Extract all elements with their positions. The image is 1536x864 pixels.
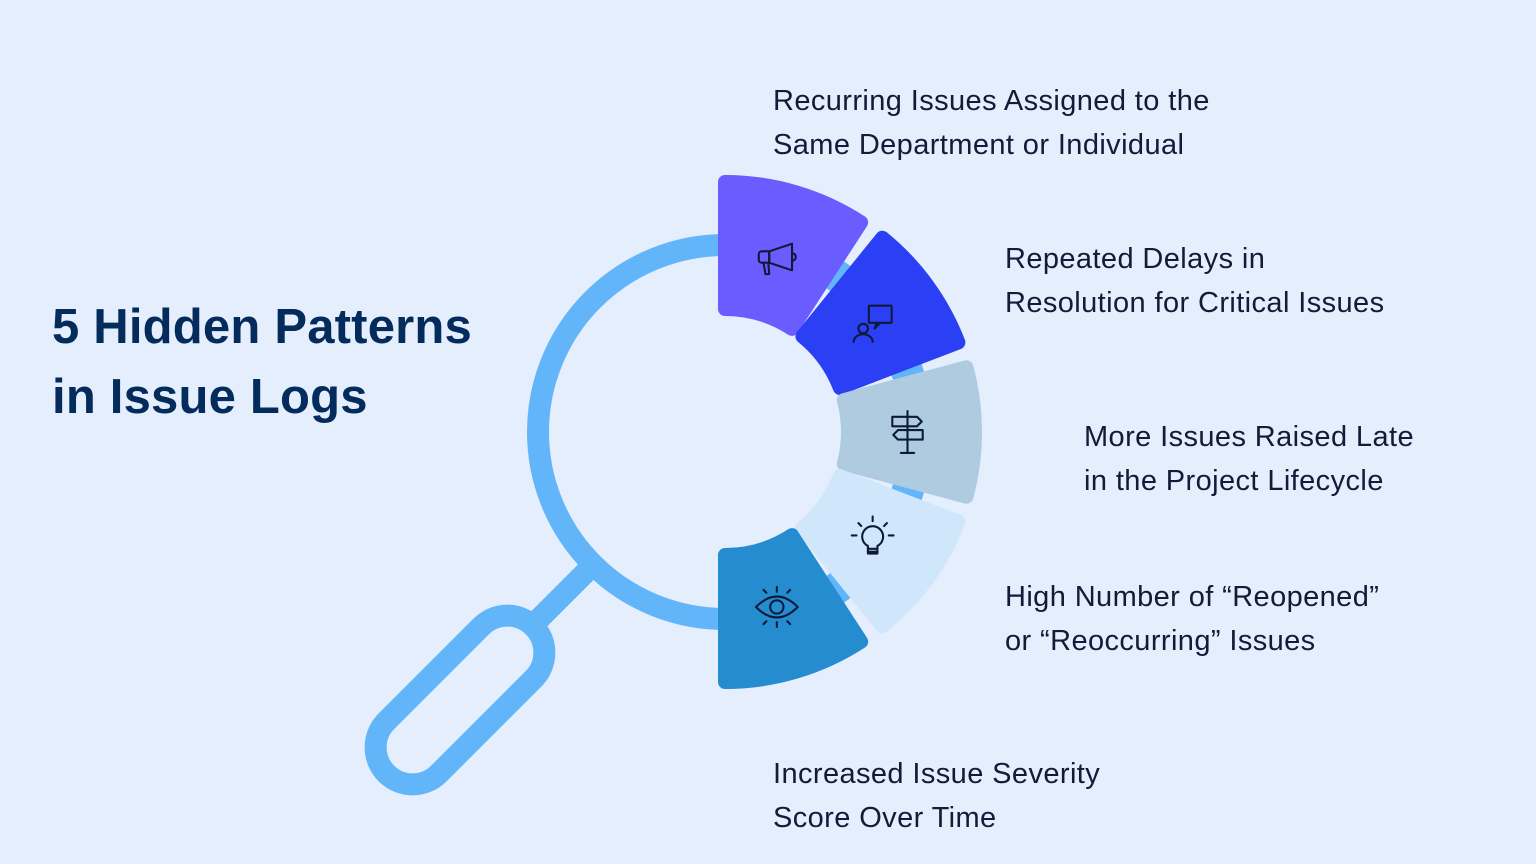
- pattern-segment-1: [718, 175, 869, 336]
- segment-shape: [795, 230, 966, 395]
- pattern-label-4: High Number of “Reopened” or “Reoccurrin…: [1005, 575, 1379, 663]
- pattern-label-4-line-2: or “Reoccurring” Issues: [1005, 625, 1316, 657]
- signpost-icon: [891, 410, 924, 454]
- pattern-segment-2: [795, 230, 966, 395]
- pattern-label-3-line-1: More Issues Raised Late: [1084, 421, 1414, 453]
- segment-shape: [718, 528, 869, 689]
- segment-connector: [891, 360, 926, 385]
- pattern-label-3-line-2: in the Project Lifecycle: [1084, 465, 1384, 497]
- segment-connector: [823, 571, 854, 605]
- pattern-segment-5: [718, 528, 869, 689]
- pattern-label-2-line-2: Resolution for Critical Issues: [1005, 287, 1385, 319]
- pattern-label-1: Recurring Issues Assigned to the Same De…: [773, 79, 1210, 167]
- pattern-segment-4: [795, 469, 966, 634]
- pattern-segments: [718, 175, 982, 689]
- pattern-label-2-line-1: Repeated Delays in: [1005, 243, 1266, 275]
- pattern-segment-3: [836, 360, 982, 504]
- title-line-2: in Issue Logs: [52, 370, 368, 424]
- pattern-label-4-line-1: High Number of “Reopened”: [1005, 581, 1380, 613]
- pattern-label-5-line-1: Increased Issue Severity: [773, 758, 1101, 790]
- pattern-label-5: Increased Issue Severity Score Over Time: [773, 752, 1100, 840]
- pattern-label-2: Repeated Delays in Resolution for Critic…: [1005, 237, 1384, 325]
- title-line-1: 5 Hidden Patterns: [52, 300, 472, 354]
- pattern-label-5-line-2: Score Over Time: [773, 802, 997, 834]
- lightbulb-icon: [850, 515, 895, 555]
- person-speech-bubble-icon: [852, 304, 893, 343]
- pattern-label-1-line-2: Same Department or Individual: [773, 129, 1185, 161]
- page-title: 5 Hidden Patterns in Issue Logs: [52, 292, 472, 432]
- segment-connector: [823, 259, 854, 293]
- segment-shape: [718, 175, 869, 336]
- segment-shape: [836, 360, 982, 504]
- pattern-label-1-line-1: Recurring Issues Assigned to the: [773, 85, 1210, 117]
- megaphone-icon: [757, 242, 797, 276]
- pattern-label-3: More Issues Raised Late in the Project L…: [1084, 415, 1414, 503]
- eye-icon: [754, 585, 799, 628]
- segment-shape: [795, 469, 966, 634]
- segment-connector: [891, 479, 926, 504]
- segment-connectors: [823, 259, 926, 605]
- magnifier-handle: [364, 604, 556, 796]
